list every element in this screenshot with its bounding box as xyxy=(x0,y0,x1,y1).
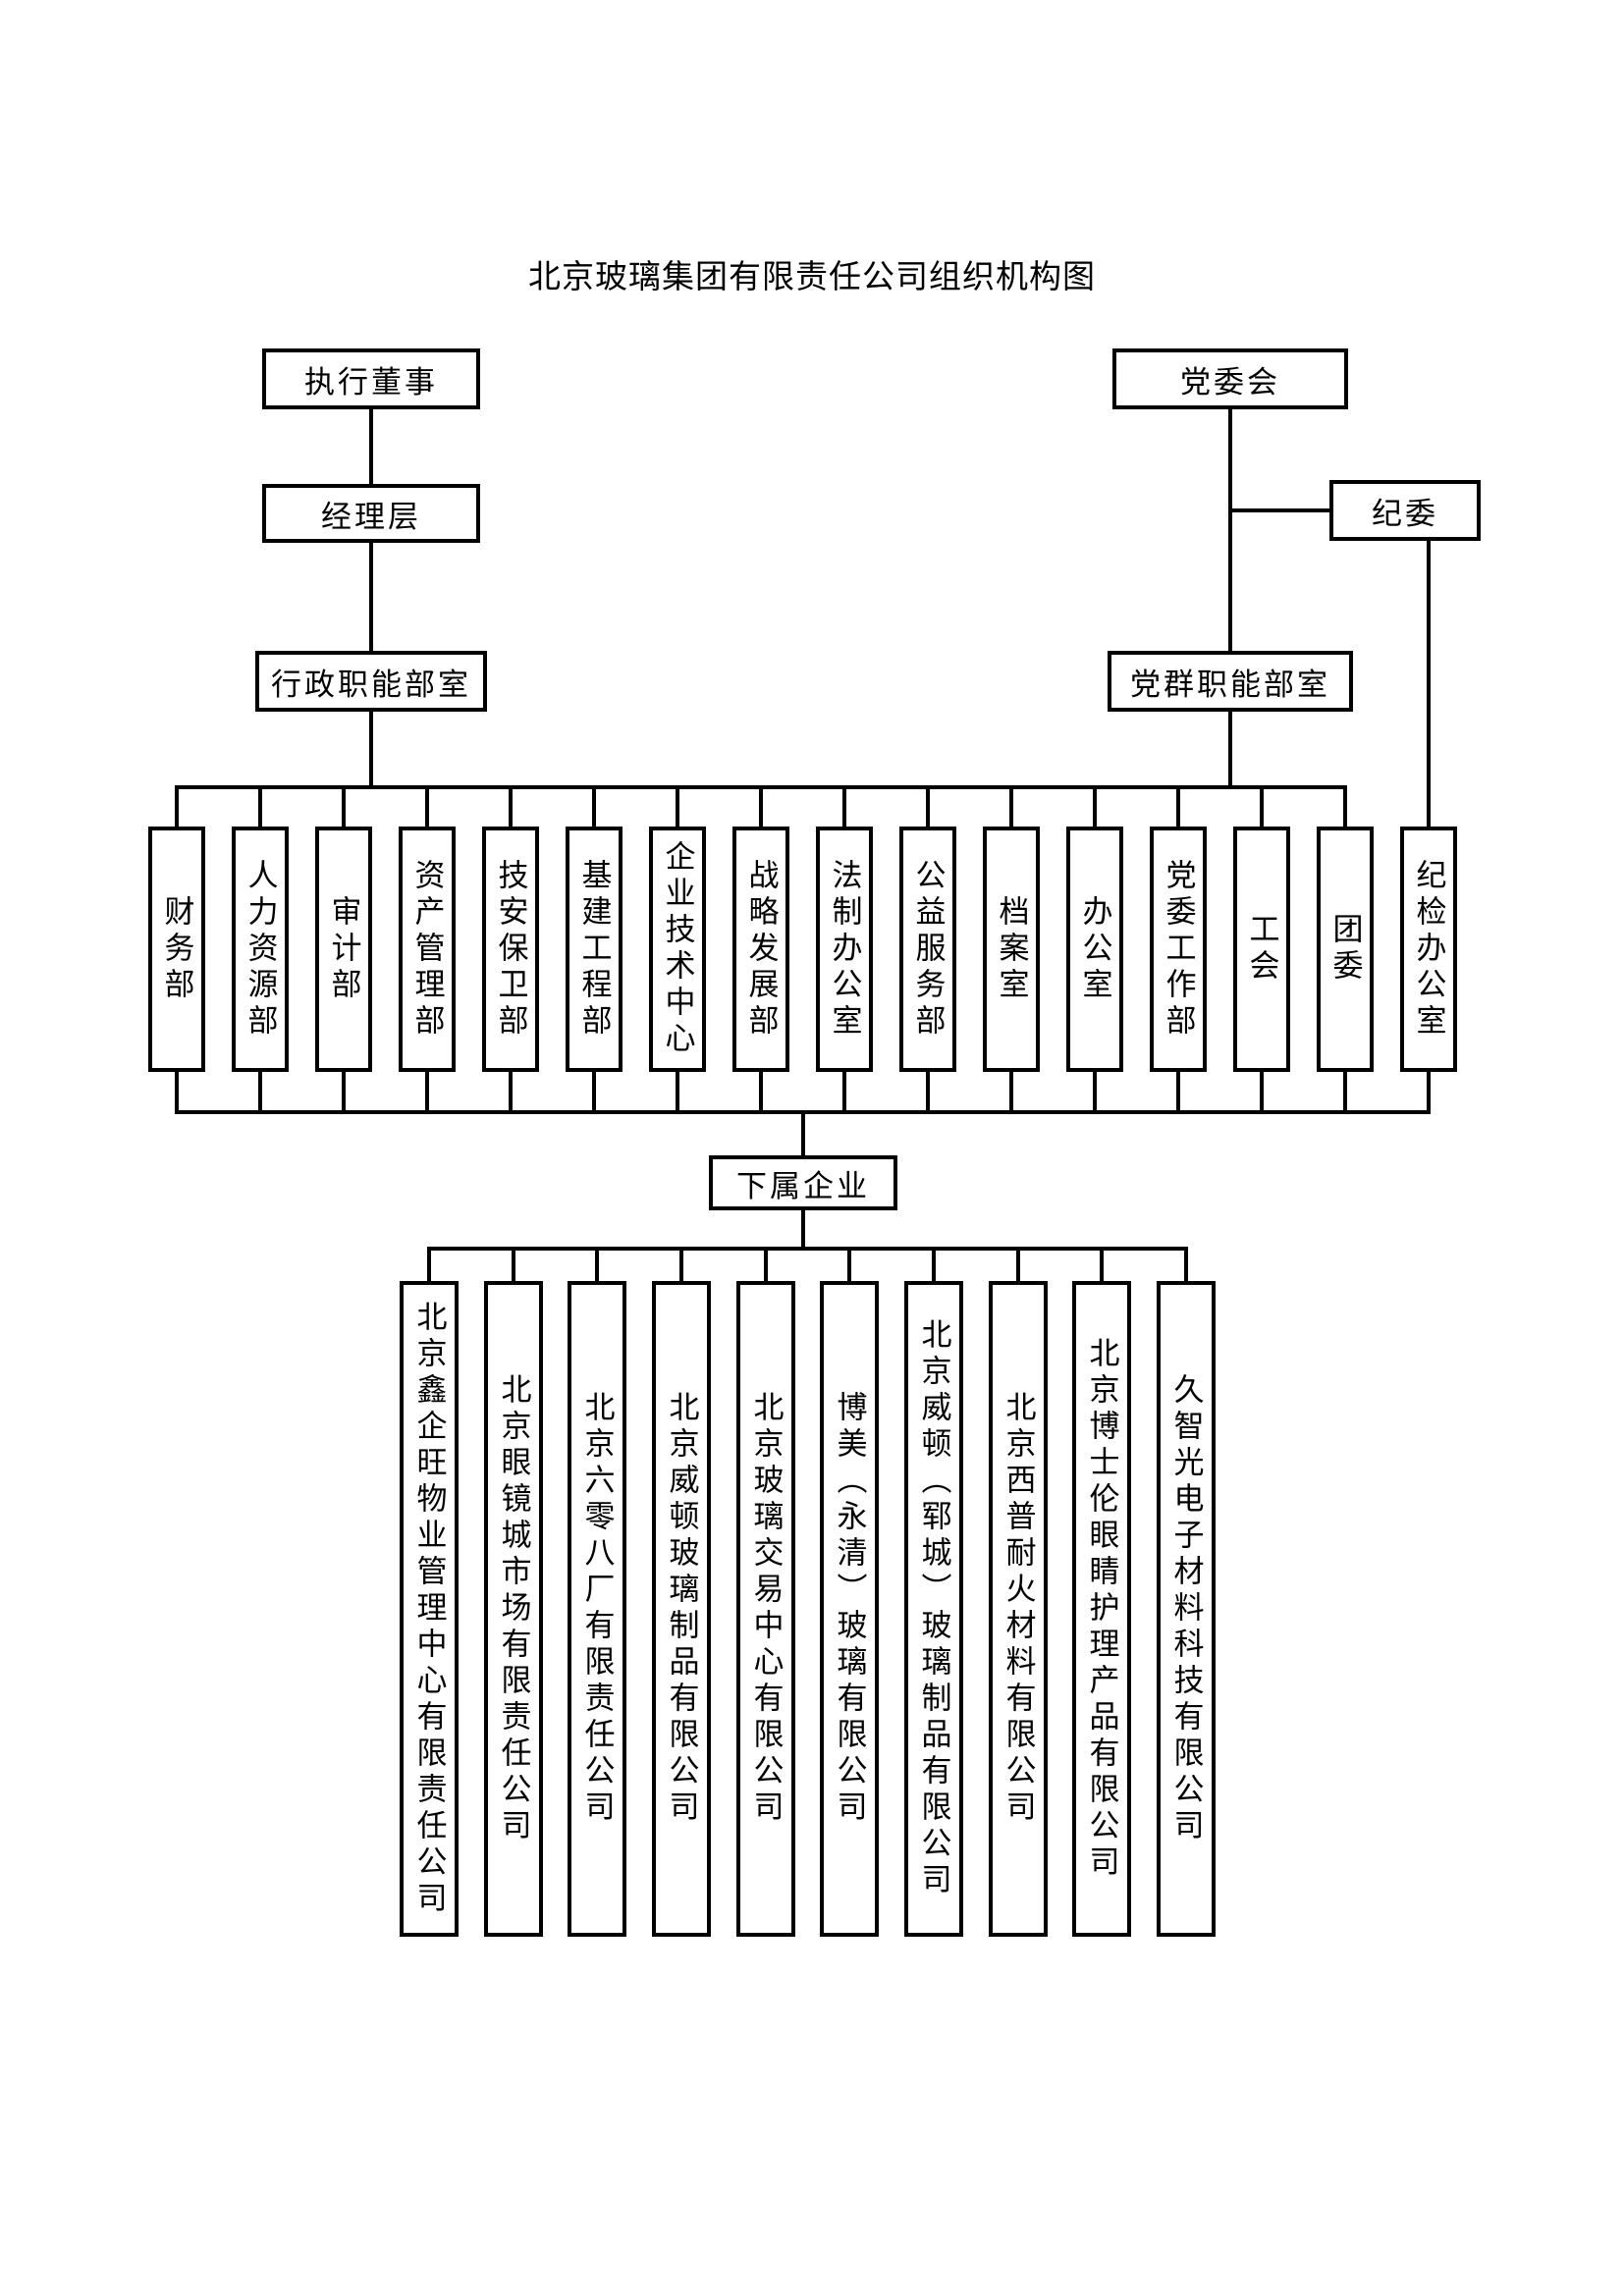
dept-label-finance: 财务部 xyxy=(159,894,194,1004)
dept-box-finance: 财务部 xyxy=(148,827,205,1072)
subsidiary-label-boshilun-eye-care: 北京博士伦眼睛护理产品有限公司 xyxy=(1084,1336,1119,1882)
subsidiary-box-bomei-yongqing-glass: 博美（永清）玻璃有限公司 xyxy=(820,1281,879,1937)
subsidiary-label-bomei-yongqing-glass: 博美（永清）玻璃有限公司 xyxy=(832,1391,867,1827)
subsidiary-box-weidun-yuncheng-glass: 北京威顿（郓城）玻璃制品有限公司 xyxy=(904,1281,963,1937)
dept-box-party-work: 党委工作部 xyxy=(1150,827,1207,1072)
node-management-layer-label: 经理层 xyxy=(321,499,421,534)
dept-label-general-office: 办公室 xyxy=(1077,894,1112,1004)
subsidiary-label-xinqiwang-property: 北京鑫企旺物业管理中心有限责任公司 xyxy=(411,1300,447,1918)
subsidiary-box-xipu-refractory-materials: 北京西普耐火材料有限公司 xyxy=(989,1281,1048,1937)
subsidiary-box-eyeglasses-city-market: 北京眼镜城市场有限责任公司 xyxy=(484,1281,543,1937)
dept-box-labor-union: 工会 xyxy=(1233,827,1290,1072)
dept-box-human-resources: 人力资源部 xyxy=(232,827,289,1072)
subsidiary-label-weidun-glass-products: 北京威顿玻璃制品有限公司 xyxy=(664,1391,699,1827)
node-executive-director-label: 执行董事 xyxy=(304,364,438,400)
dept-label-enterprise-tech-center: 企业技术中心 xyxy=(660,840,695,1058)
dept-label-public-service: 公益服务部 xyxy=(910,858,946,1041)
node-discipline-committee-label: 纪委 xyxy=(1372,496,1438,531)
subsidiary-label-jiuzhi-optoelectronic-materials: 久智光电子材料科技有限公司 xyxy=(1168,1372,1204,1845)
dept-box-archives: 档案室 xyxy=(983,827,1040,1072)
subsidiary-label-608-factory: 北京六零八厂有限责任公司 xyxy=(579,1391,615,1827)
subsidiary-box-glass-trading-center: 北京玻璃交易中心有限公司 xyxy=(736,1281,795,1937)
subsidiary-label-glass-trading-center: 北京玻璃交易中心有限公司 xyxy=(748,1391,784,1827)
subsidiary-box-weidun-glass-products: 北京威顿玻璃制品有限公司 xyxy=(652,1281,711,1937)
dept-label-asset-management: 资产管理部 xyxy=(409,858,445,1041)
subsidiary-label-eyeglasses-city-market: 北京眼镜城市场有限责任公司 xyxy=(496,1372,531,1845)
dept-label-discipline-inspection-office: 纪检办公室 xyxy=(1411,858,1446,1041)
subsidiary-box-boshilun-eye-care: 北京博士伦眼睛护理产品有限公司 xyxy=(1072,1281,1131,1937)
dept-label-party-work: 党委工作部 xyxy=(1161,858,1196,1041)
dept-box-legal-office: 法制办公室 xyxy=(816,827,873,1072)
dept-box-audit: 审计部 xyxy=(315,827,372,1072)
node-party-mass-functional-departments-label: 党群职能部室 xyxy=(1130,667,1330,702)
dept-box-enterprise-tech-center: 企业技术中心 xyxy=(649,827,706,1072)
dept-box-safety-security: 技安保卫部 xyxy=(482,827,539,1072)
dept-box-public-service: 公益服务部 xyxy=(899,827,956,1072)
node-party-committee-label: 党委会 xyxy=(1180,364,1280,400)
dept-label-safety-security: 技安保卫部 xyxy=(493,858,528,1041)
node-discipline-committee: 纪委 xyxy=(1329,480,1481,541)
dept-label-human-resources: 人力资源部 xyxy=(243,858,278,1041)
subsidiary-label-weidun-yuncheng-glass: 北京威顿（郓城）玻璃制品有限公司 xyxy=(916,1318,951,1899)
chart-title: 北京玻璃集团有限责任公司组织机构图 xyxy=(528,260,1096,295)
dept-box-general-office: 办公室 xyxy=(1066,827,1123,1072)
dept-label-legal-office: 法制办公室 xyxy=(827,858,862,1041)
dept-box-youth-league: 团委 xyxy=(1317,827,1374,1072)
subsidiary-box-608-factory: 北京六零八厂有限责任公司 xyxy=(568,1281,626,1937)
dept-box-discipline-inspection-office: 纪检办公室 xyxy=(1400,827,1457,1072)
node-management-layer: 经理层 xyxy=(262,484,480,543)
dept-box-strategic-development: 战略发展部 xyxy=(732,827,789,1072)
subsidiary-label-xipu-refractory-materials: 北京西普耐火材料有限公司 xyxy=(1001,1391,1036,1827)
dept-label-infrastructure-engineering: 基建工程部 xyxy=(576,858,612,1041)
dept-label-labor-union: 工会 xyxy=(1244,913,1279,986)
dept-box-infrastructure-engineering: 基建工程部 xyxy=(566,827,623,1072)
subsidiary-box-jiuzhi-optoelectronic-materials: 久智光电子材料科技有限公司 xyxy=(1157,1281,1216,1937)
dept-box-asset-management: 资产管理部 xyxy=(399,827,456,1072)
node-executive-director: 执行董事 xyxy=(262,348,480,409)
subsidiary-box-xinqiwang-property: 北京鑫企旺物业管理中心有限责任公司 xyxy=(400,1281,459,1937)
dept-label-archives: 档案室 xyxy=(994,894,1029,1004)
dept-label-youth-league: 团委 xyxy=(1327,913,1363,986)
node-subordinate-enterprises: 下属企业 xyxy=(709,1155,897,1210)
dept-label-audit: 审计部 xyxy=(326,894,361,1004)
node-admin-functional-departments-label: 行政职能部室 xyxy=(271,667,471,702)
node-subordinate-enterprises-label: 下属企业 xyxy=(736,1168,870,1203)
node-party-mass-functional-departments: 党群职能部室 xyxy=(1108,651,1353,712)
node-party-committee: 党委会 xyxy=(1112,348,1348,409)
node-admin-functional-departments: 行政职能部室 xyxy=(255,651,487,712)
dept-label-strategic-development: 战略发展部 xyxy=(743,858,779,1041)
